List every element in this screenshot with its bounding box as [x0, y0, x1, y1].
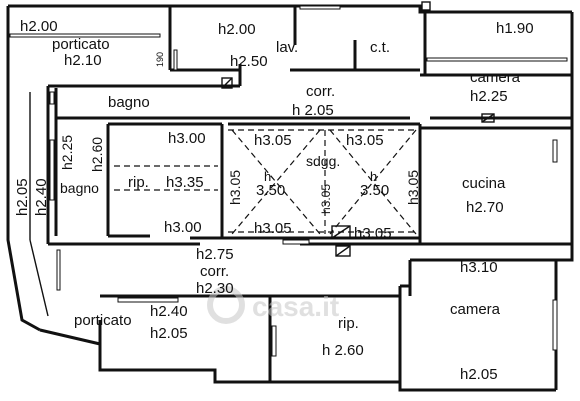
watermark: casa.it — [207, 286, 339, 324]
porticato-top-extra: h2.00 — [20, 18, 58, 35]
sogg-mid: h3.05 — [319, 184, 333, 214]
corr-top-height: h 2.05 — [292, 102, 334, 119]
left-wing-h2: h2.40 — [33, 178, 50, 216]
porticato-bottom-name: porticato — [74, 312, 132, 329]
camera-bottom-name: camera — [450, 301, 501, 318]
rip-left-name: rip. — [128, 174, 149, 191]
camera-top-extra: h1.90 — [496, 20, 534, 37]
sogg-peak-left-h: h — [264, 169, 271, 184]
sogg-bl: h3.05 — [254, 220, 292, 237]
step-top-height: h2.50 — [230, 53, 268, 70]
porticato-bottom-h1: h2.40 — [150, 303, 188, 320]
chimney-icon — [221, 77, 233, 89]
rip-left-h3: h3.00 — [164, 219, 202, 236]
porticato-top-name: porticato — [52, 36, 110, 53]
camera-top-height: h2.25 — [470, 88, 508, 105]
sogg-peak-right-h: h — [370, 169, 377, 184]
bagno-small-h2: h2.60 — [89, 137, 105, 172]
camera-bottom-h2: h2.05 — [460, 366, 498, 383]
lav-height: h2.00 — [218, 21, 256, 38]
interior-walls — [46, 6, 572, 382]
flue-icon — [481, 113, 495, 123]
sogg-tl: h3.05 — [254, 132, 292, 149]
sogg-peak-right: 3.50 — [360, 182, 389, 199]
camera-bottom-h1: h3.10 — [460, 259, 498, 276]
windows — [9, 5, 568, 357]
camera-top-name: camera — [470, 69, 521, 86]
porticato-bottom-h2: h2.05 — [150, 325, 188, 342]
lav-name: lav. — [276, 39, 298, 56]
fireplace-icon — [331, 225, 351, 239]
labels: h2.00 porticato h2.10 190 h2.00 lav. c.t… — [14, 18, 534, 383]
bagno-small-h1: h2.25 — [59, 135, 75, 170]
porticato-top-height: h2.10 — [64, 52, 102, 69]
sogg-tr: h3.05 — [346, 132, 384, 149]
ct-name: c.t. — [370, 39, 390, 56]
duct-icon — [335, 245, 351, 257]
dashed-lines — [114, 129, 417, 235]
sogg-name: sdgg. — [306, 153, 340, 169]
sogg-left-side: h3.05 — [227, 170, 243, 205]
sogg-br: h3.05 — [354, 225, 392, 242]
symbols — [221, 1, 495, 257]
sogg-peak-left: 3.50 — [256, 182, 285, 199]
rip-bottom-height: h 2.60 — [322, 342, 364, 359]
outer-walls — [6, 4, 574, 392]
note-190: 190 — [155, 52, 165, 67]
watermark-text: casa.it — [252, 291, 339, 322]
left-wing-h1: h2.05 — [14, 178, 31, 216]
bagno-small-name: bagno — [60, 180, 99, 196]
cucina-name: cucina — [462, 175, 506, 192]
rip-bottom-name: rip. — [338, 315, 359, 332]
corr-bottom-name: corr. — [200, 263, 229, 280]
corr-bottom-h2: h2.30 — [196, 280, 234, 297]
sogg-right-side: h3.05 — [405, 170, 421, 205]
corr-top-name: corr. — [306, 83, 335, 100]
rip-left-h1: h3.00 — [168, 130, 206, 147]
cucina-height: h2.70 — [466, 199, 504, 216]
rip-left-h2: h3.35 — [166, 174, 204, 191]
vent-icon — [421, 1, 431, 11]
corr-bottom-h1: h2.75 — [196, 246, 234, 263]
bagno-big-name: bagno — [108, 94, 150, 111]
